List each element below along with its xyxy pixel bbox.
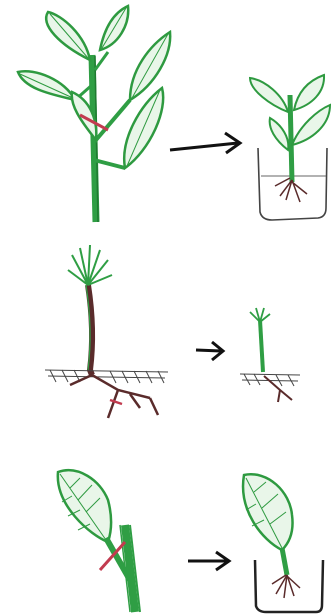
stem-cutting-row [0, 0, 333, 230]
leaf-cutting-illustration [0, 430, 333, 614]
small-sucker-icon [240, 308, 300, 402]
leaf-with-cut-stem-icon [58, 470, 140, 612]
rooted-cutting-in-jar-icon [250, 75, 330, 220]
root-sucker-illustration [0, 230, 333, 430]
leaf-rooted-in-pot-icon [243, 474, 323, 612]
stem-cutting-illustration [0, 0, 333, 230]
palm-with-roots-icon [45, 245, 168, 418]
arrow-right-icon [196, 342, 223, 360]
cutting-plant-icon [18, 6, 170, 222]
leaf-cutting-row [0, 430, 333, 614]
arrow-right-icon [170, 133, 240, 153]
arrow-right-icon [188, 552, 229, 570]
root-sucker-row [0, 230, 333, 430]
